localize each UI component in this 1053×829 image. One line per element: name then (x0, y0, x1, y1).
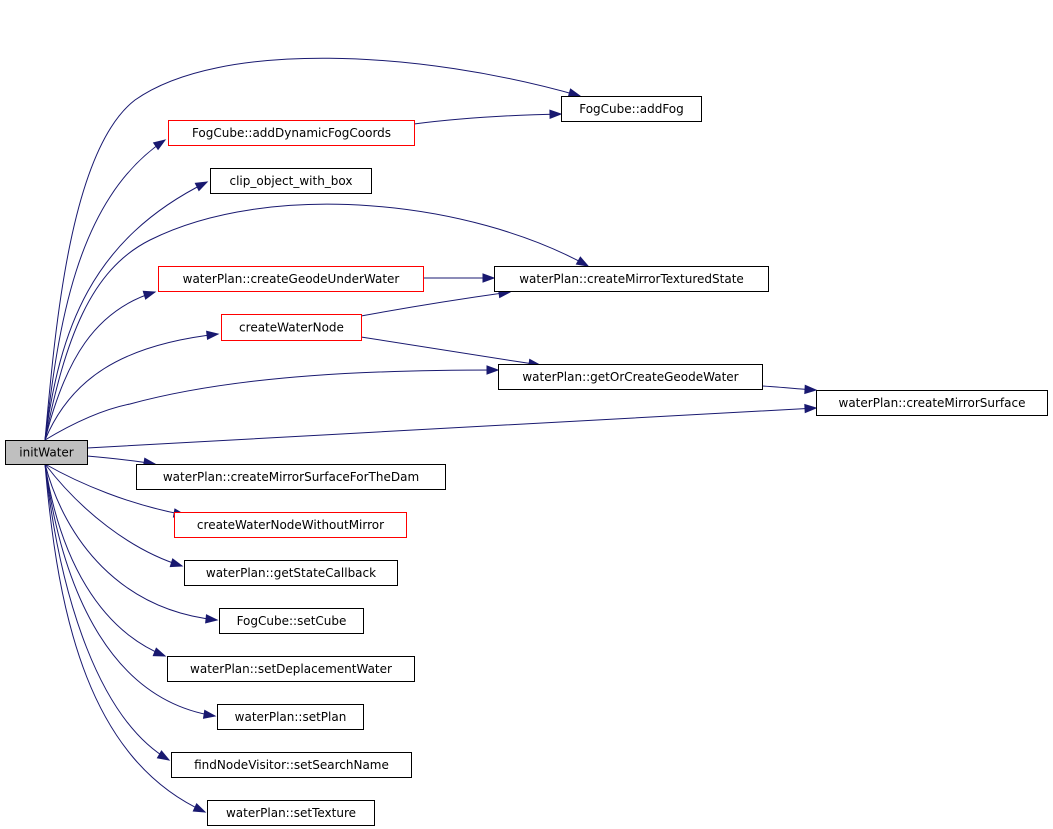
arrowhead-initWater-to-clip (194, 181, 209, 192)
edge-initWater-to-setPlan (44, 463, 216, 717)
node-box (494, 266, 769, 292)
node-box (207, 800, 375, 826)
arrowhead-initWater-to-getStateCallback (169, 558, 184, 568)
arrowhead-initWater-to-addFog (567, 88, 582, 98)
node-box (561, 96, 702, 122)
node-box (136, 464, 446, 490)
node-box (171, 752, 412, 778)
node-box (816, 390, 1048, 416)
node-label: createWaterNode (239, 321, 344, 335)
arrowhead-initWater-to-getOrCreateGeodeWater (486, 365, 500, 375)
node-getOrCreateGeodeWater[interactable]: waterPlan::getOrCreateGeodeWater (498, 364, 763, 390)
node-clip[interactable]: clip_object_with_box (210, 168, 372, 194)
edge-initWater-to-setDeplacementWater (44, 463, 166, 657)
node-label: FogCube::setCube (237, 614, 347, 628)
node-box (219, 608, 364, 634)
edge-initWater-to-addDynamicFogCoords (44, 139, 166, 441)
node-label: findNodeVisitor::setSearchName (194, 758, 389, 772)
node-box (174, 512, 407, 538)
node-setDeplacementWater[interactable]: waterPlan::setDeplacementWater (167, 656, 415, 682)
node-box (498, 364, 763, 390)
node-createMirrorSurfaceForTheDam[interactable]: waterPlan::createMirrorSurfaceForTheDam (136, 464, 446, 490)
node-addDynamicFogCoords[interactable]: FogCube::addDynamicFogCoords (168, 120, 415, 146)
arrowhead-getOrCreateGeodeWater-to-createMirrorSurface (804, 384, 818, 395)
arrowhead-initWater-to-createMirrorSurface (804, 403, 818, 414)
nodes-layer: initWater FogCube::addFogFogCube::addDyna… (5, 96, 1048, 826)
node-createMirrorSurface[interactable]: waterPlan::createMirrorSurface (816, 390, 1048, 416)
edge-addDynamicFogCoords-to-addFog (413, 113, 562, 125)
edge-createWaterNode-to-createMirrorTexturedState (360, 291, 511, 317)
node-getStateCallback[interactable]: waterPlan::getStateCallback (184, 560, 398, 586)
edge-initWater-to-createWaterNodeWithoutMirror (44, 463, 186, 516)
edge-initWater-to-createMirrorSurface (86, 407, 817, 449)
node-createMirrorTexturedState[interactable]: waterPlan::createMirrorTexturedState (494, 266, 769, 292)
node-label: clip_object_with_box (229, 174, 352, 188)
node-label: waterPlan::createGeodeUnderWater (183, 272, 400, 286)
node-initWater[interactable]: initWater (5, 440, 88, 465)
node-label: waterPlan::createMirrorSurfaceForTheDam (163, 470, 419, 484)
edge-initWater-to-createGeodeUnderWater (44, 291, 156, 441)
arrowhead-initWater-to-setTexture (192, 802, 207, 813)
edge-initWater-to-createMirrorTexturedState (44, 203, 589, 441)
node-addFog[interactable]: FogCube::addFog (561, 96, 702, 122)
edge-initWater-to-createWaterNode (44, 333, 219, 441)
node-box (221, 314, 362, 341)
arrowhead-addDynamicFogCoords-to-addFog (549, 109, 563, 119)
node-label: FogCube::addFog (579, 102, 684, 116)
edge-initWater-to-setTexture (44, 463, 206, 813)
arrowhead-initWater-to-createGeodeUnderWater (142, 290, 157, 300)
arrowhead-initWater-to-setPlan (202, 709, 217, 719)
arrowhead-createGeodeUnderWater-to-createMirrorTexturedState (482, 273, 496, 283)
edge-initWater-to-addFog (44, 57, 581, 441)
edges-layer (44, 57, 818, 813)
node-setPlan[interactable]: waterPlan::setPlan (217, 704, 364, 730)
edge-initWater-to-clip (44, 181, 208, 441)
node-box (184, 560, 398, 586)
node-createGeodeUnderWater[interactable]: waterPlan::createGeodeUnderWater (158, 266, 424, 292)
arrowhead-initWater-to-createWaterNode (206, 330, 220, 340)
node-label: waterPlan::setTexture (226, 806, 356, 820)
node-label: createWaterNodeWithoutMirror (197, 518, 384, 532)
arrowhead-initWater-to-setSearchName (156, 750, 171, 761)
node-box (217, 704, 364, 730)
node-setTexture[interactable]: waterPlan::setTexture (207, 800, 375, 826)
node-label: waterPlan::getStateCallback (206, 566, 376, 580)
node-label: waterPlan::createMirrorTexturedState (519, 272, 744, 286)
node-box (168, 120, 415, 146)
node-label: waterPlan::getOrCreateGeodeWater (522, 370, 738, 384)
edge-initWater-to-setSearchName (44, 463, 170, 761)
node-label: waterPlan::createMirrorSurface (839, 396, 1026, 410)
node-label: FogCube::addDynamicFogCoords (192, 126, 391, 140)
node-label: waterPlan::setPlan (235, 710, 347, 724)
node-box (158, 266, 424, 292)
arrowhead-initWater-to-setCube (205, 614, 219, 624)
arrowhead-initWater-to-createMirrorTexturedState (575, 256, 590, 267)
arrowhead-initWater-to-setDeplacementWater (152, 647, 167, 657)
edge-initWater-to-getOrCreateGeodeWater (44, 369, 499, 441)
node-createWaterNodeWithoutMirror[interactable]: createWaterNodeWithoutMirror (174, 512, 407, 538)
edge-createWaterNode-to-getOrCreateGeodeWater (360, 336, 541, 366)
node-label: waterPlan::setDeplacementWater (190, 662, 392, 676)
node-label: initWater (19, 446, 74, 460)
edge-initWater-to-getStateCallback (44, 463, 183, 567)
node-box (5, 440, 88, 465)
edge-initWater-to-setCube (44, 463, 218, 621)
node-box (167, 656, 415, 682)
node-createWaterNode[interactable]: createWaterNode (221, 314, 362, 341)
arrowhead-initWater-to-addDynamicFogCoords (152, 139, 167, 151)
node-setSearchName[interactable]: findNodeVisitor::setSearchName (171, 752, 412, 778)
node-box (210, 168, 372, 194)
node-setCube[interactable]: FogCube::setCube (219, 608, 364, 634)
